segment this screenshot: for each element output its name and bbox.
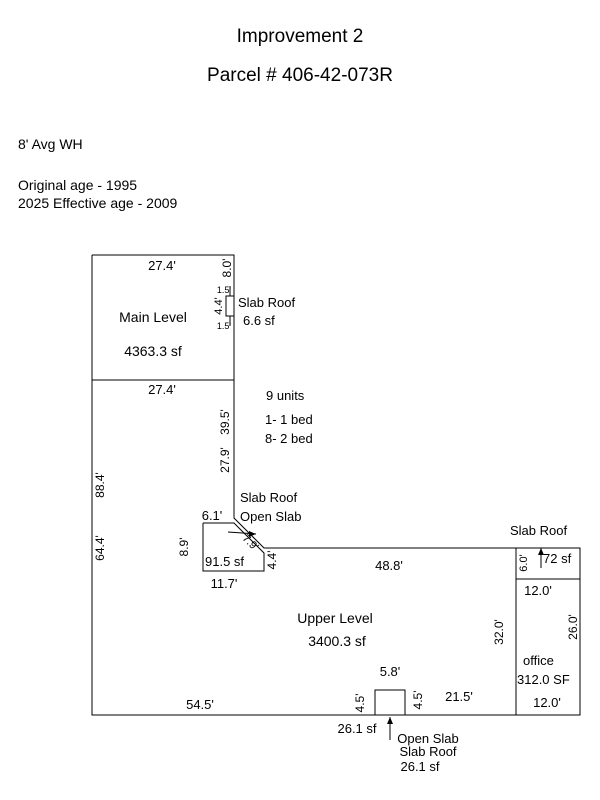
dim-main-divider: 27.4' bbox=[148, 382, 176, 397]
corner-slab-outline bbox=[202, 522, 265, 572]
upper-level-area: 3400.3 sf bbox=[308, 633, 366, 649]
parcel-number: Parcel # 406-42-073R bbox=[207, 65, 393, 86]
corner-slab-arrowhead bbox=[249, 531, 256, 537]
open-slab-area-left: 26.1 sf bbox=[337, 721, 376, 736]
units-two-bed: 8- 2 bed bbox=[265, 431, 313, 446]
office-area: 312.0 SF bbox=[517, 672, 570, 687]
dim-office-side: 26.0' bbox=[566, 614, 580, 640]
slab-roof-right-arrowhead bbox=[538, 548, 544, 555]
dim-right-39: 39.5' bbox=[218, 409, 232, 435]
dim-open-slab-right: 4.5' bbox=[411, 691, 425, 710]
dim-bottom-left: 54.5' bbox=[186, 697, 214, 712]
slab-roof-top-area: 6.6 sf bbox=[243, 313, 275, 328]
units-one-bed: 1- 1 bed bbox=[265, 412, 313, 427]
units-count: 9 units bbox=[266, 388, 305, 403]
effective-age: 2025 Effective age - 2009 bbox=[18, 195, 178, 211]
diagram-title: Improvement 2 bbox=[236, 26, 364, 47]
main-level-name: Main Level bbox=[119, 309, 187, 325]
dim-corner-right: 4.4' bbox=[265, 551, 279, 570]
corner-slab-name1: Slab Roof bbox=[240, 490, 297, 505]
dim-slab-right-width: 12.0' bbox=[524, 583, 552, 598]
office-name: office bbox=[523, 653, 554, 668]
upper-level-name: Upper Level bbox=[297, 610, 373, 626]
open-slab-arrowhead bbox=[387, 717, 393, 724]
dim-left-88: 88.4' bbox=[93, 472, 107, 498]
open-slab-bottom-box bbox=[374, 689, 406, 715]
dim-open-slab-top: 5.8' bbox=[380, 664, 401, 679]
corner-slab-name2: Open Slab bbox=[240, 509, 301, 524]
dim-open-slab-left: 4.5' bbox=[353, 694, 367, 713]
wall-height: 8' Avg WH bbox=[18, 136, 83, 152]
dim-corner-top: 6.1' bbox=[202, 508, 223, 523]
slab-roof-right-name: Slab Roof bbox=[510, 523, 567, 538]
dim-slab-top-upper: 1.5' bbox=[217, 285, 232, 295]
main-level-area: 4363.3 sf bbox=[124, 343, 182, 359]
dim-slab-top-lower: 1.5' bbox=[217, 321, 232, 331]
dim-bottom-right: 21.5' bbox=[445, 689, 473, 704]
open-slab-area-label: 26.1 sf bbox=[400, 759, 439, 774]
dim-upper-top: 48.8' bbox=[375, 558, 403, 573]
dim-slab-top-side: 4.4' bbox=[213, 297, 225, 314]
dim-office-bottom: 12.0' bbox=[533, 695, 561, 710]
original-age: Original age - 1995 bbox=[18, 177, 138, 193]
dim-corner-diag: 7.9' bbox=[240, 532, 261, 553]
dim-main-top: 27.4' bbox=[148, 258, 176, 273]
slab-roof-top-box bbox=[225, 295, 235, 317]
dim-upper-right: 32.0' bbox=[492, 619, 506, 645]
dim-corner-bottom: 11.7' bbox=[211, 576, 238, 591]
dim-corner-left: 8.9' bbox=[177, 538, 191, 557]
open-slab-name1: Open Slab bbox=[397, 731, 458, 746]
dim-main-right-upper: 8.0' bbox=[220, 259, 234, 278]
dim-slab-right-side: 6.0' bbox=[518, 554, 530, 571]
slab-roof-right-area: 72 sf bbox=[543, 551, 572, 566]
dim-left-64: 64.4' bbox=[93, 535, 107, 561]
dim-right-27: 27.9' bbox=[218, 447, 232, 473]
corner-slab-area: 91.5 sf bbox=[205, 554, 244, 569]
open-slab-name2: Slab Roof bbox=[399, 744, 456, 759]
slab-roof-top-name: Slab Roof bbox=[238, 295, 295, 310]
